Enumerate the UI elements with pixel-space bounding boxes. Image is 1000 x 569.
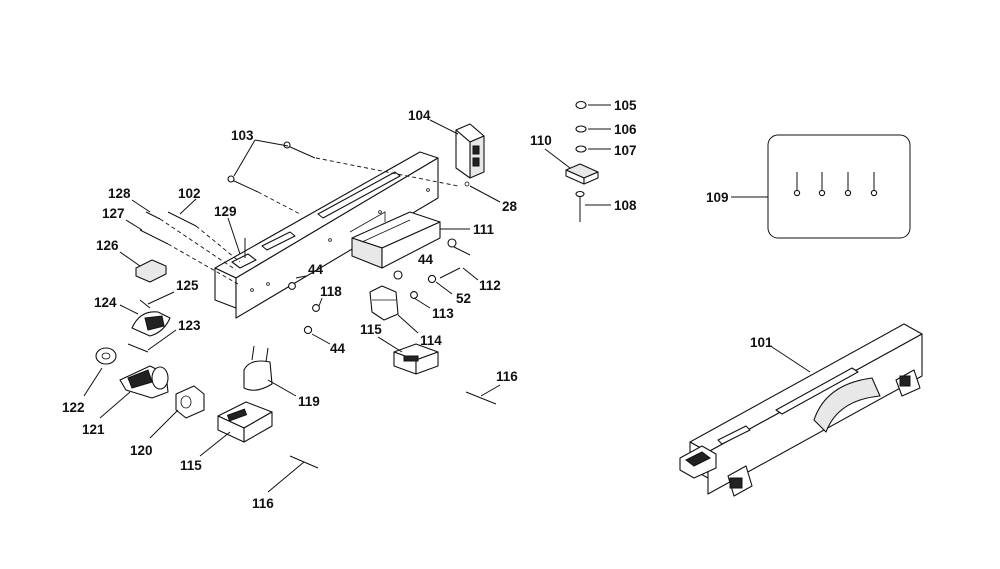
part-119-cover (243, 345, 273, 391)
label-115-right: 115 (360, 322, 382, 337)
label-120: 120 (130, 443, 153, 458)
label-113: 113 (432, 306, 454, 321)
label-108: 108 (614, 198, 637, 213)
label-102: 102 (178, 186, 201, 201)
label-110: 110 (530, 133, 552, 148)
label-126: 126 (96, 238, 119, 253)
label-118: 118 (320, 284, 342, 299)
label-128: 128 (108, 186, 131, 201)
label-44-mid: 44 (308, 262, 324, 277)
part-121-122-lever (95, 347, 169, 399)
alignment-lines (159, 157, 459, 285)
part-104-end-cap (455, 123, 485, 179)
label-127: 127 (102, 206, 125, 221)
part-120-knob (175, 385, 205, 419)
label-107: 107 (614, 143, 637, 158)
part-101-assembly (679, 323, 923, 497)
part-109-screw-set (767, 134, 911, 239)
label-119: 119 (298, 394, 320, 409)
part-102-127-128-pins (139, 211, 197, 245)
main-rail (214, 151, 439, 319)
label-111: 111 (473, 222, 495, 237)
label-122: 122 (62, 400, 85, 415)
part-114-clip (369, 285, 399, 321)
part-111-handle (351, 211, 441, 269)
label-114: 114 (420, 333, 442, 348)
label-115-left: 115 (180, 458, 202, 473)
part-123-pin (127, 343, 149, 353)
part-129-bracket (231, 238, 257, 269)
hardware-stack-105-110 (565, 100, 599, 222)
label-124: 124 (94, 295, 117, 310)
label-116-left: 116 (252, 496, 274, 511)
part-116-rod-right (465, 391, 497, 405)
leader-lines (83, 104, 811, 493)
label-104: 104 (408, 108, 431, 123)
label-44-top: 44 (418, 252, 434, 267)
part-115-foot-left (217, 401, 273, 443)
label-125: 125 (176, 278, 199, 293)
label-129: 129 (214, 204, 237, 219)
label-28: 28 (502, 199, 518, 214)
part-126-block (135, 259, 167, 283)
label-52: 52 (456, 291, 471, 306)
label-121: 121 (82, 422, 105, 437)
label-116-right: 116 (496, 369, 518, 384)
label-109: 109 (706, 190, 729, 205)
hardware-nuts (288, 238, 461, 335)
label-123: 123 (178, 318, 201, 333)
part-124-125-clamp (131, 299, 171, 337)
part-103-bolts (227, 141, 316, 193)
label-101: 101 (750, 335, 773, 350)
label-103: 103 (231, 128, 254, 143)
part-28-pin (464, 181, 470, 187)
label-44-low: 44 (330, 341, 346, 356)
part-labels: 104 103 28 105 106 107 108 110 109 111 4… (62, 98, 773, 511)
part-115-foot-right (393, 343, 439, 375)
label-112: 112 (479, 278, 501, 293)
label-105: 105 (614, 98, 637, 113)
label-106: 106 (614, 122, 637, 137)
